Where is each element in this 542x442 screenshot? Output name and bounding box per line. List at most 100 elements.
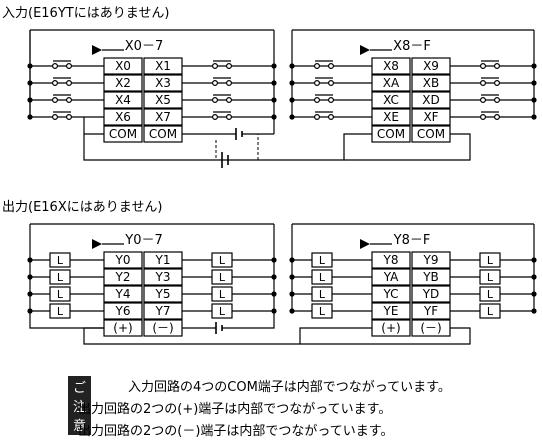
switch-contact <box>480 60 501 69</box>
load-l: L <box>479 286 501 302</box>
contact-terminal <box>226 96 233 103</box>
contact-terminal <box>226 113 233 120</box>
load-label: L <box>219 288 226 301</box>
switch-contact <box>480 77 501 86</box>
input-heading: 入力(E16YTにはありません) <box>2 6 169 21</box>
switch-contact <box>314 111 335 120</box>
load-l: L <box>479 303 501 319</box>
terminal-label: XC <box>383 93 399 107</box>
contact-terminal <box>480 62 487 69</box>
contact-terminal <box>212 96 219 103</box>
terminal-label: Y5 <box>155 287 171 301</box>
contact-terminal <box>494 79 501 86</box>
contact-terminal <box>494 96 501 103</box>
contact-terminal <box>212 79 219 86</box>
contact-terminal <box>314 113 321 120</box>
contact-terminal <box>328 62 335 69</box>
load-l: L <box>479 252 501 268</box>
terminal-label: X8 <box>383 59 399 73</box>
contact-terminal <box>226 79 233 86</box>
contact-terminal <box>226 62 233 69</box>
terminal-label: XA <box>383 76 400 90</box>
terminal-label: X6 <box>115 110 131 124</box>
contact-terminal <box>328 96 335 103</box>
load-label: L <box>57 288 64 301</box>
load-box <box>49 252 71 268</box>
load-l: L <box>211 303 233 319</box>
arrow-marker <box>360 45 370 55</box>
switch-contact <box>314 77 335 86</box>
terminal-label: X9 <box>423 59 439 73</box>
load-label: L <box>57 271 64 284</box>
contact-terminal <box>51 96 58 103</box>
contact-terminal <box>212 62 219 69</box>
right-block-title: Y8－F <box>393 233 431 248</box>
contact-terminal <box>51 62 58 69</box>
com-wire <box>344 133 471 161</box>
load-label: L <box>319 288 326 301</box>
contact-terminal <box>65 96 72 103</box>
load-l: L <box>311 252 333 268</box>
load-l: L <box>49 303 71 319</box>
minus-bus <box>300 327 471 345</box>
terminal-label: Y8 <box>383 253 399 267</box>
terminal-label: Y3 <box>155 270 171 284</box>
load-box <box>49 303 71 319</box>
terminal-label: (－) <box>420 321 441 335</box>
terminal-label: Y1 <box>155 253 171 267</box>
load-label: L <box>319 305 326 318</box>
load-label: L <box>319 254 326 267</box>
load-box <box>479 303 501 319</box>
notice-line-2: 出力回路の2つの(+)端子は内部でつながっています。 <box>78 402 392 417</box>
load-label: L <box>57 305 64 318</box>
load-label: L <box>219 271 226 284</box>
contact-terminal <box>480 96 487 103</box>
load-l: L <box>211 286 233 302</box>
contact-terminal <box>314 79 321 86</box>
com-wire <box>83 117 244 161</box>
contact-terminal <box>328 79 335 86</box>
load-label: L <box>57 254 64 267</box>
contact-terminal <box>65 79 72 86</box>
terminal-label: COM <box>417 127 445 141</box>
switch-contact <box>212 60 233 69</box>
arrow-marker <box>92 239 102 249</box>
load-l: L <box>311 286 333 302</box>
switch-contact <box>212 77 233 86</box>
load-box <box>49 286 71 302</box>
com-wire <box>244 133 372 161</box>
load-box <box>211 303 233 319</box>
terminal-label: X5 <box>155 93 171 107</box>
switch-contact <box>212 94 233 103</box>
switch-contact <box>480 111 501 120</box>
terminal-label: YB <box>422 270 439 284</box>
switch-contact <box>480 94 501 103</box>
contact-terminal <box>51 79 58 86</box>
arrow-marker <box>92 45 102 55</box>
terminal-label: (+) <box>113 321 132 335</box>
terminal-label: Y7 <box>155 304 171 318</box>
switch-contact <box>314 60 335 69</box>
contact-terminal <box>494 62 501 69</box>
terminal-label: YC <box>382 287 398 301</box>
terminal-label: YF <box>423 304 438 318</box>
load-box <box>311 303 333 319</box>
contact-terminal <box>328 113 335 120</box>
terminal-label: X7 <box>155 110 171 124</box>
arrow-marker <box>360 239 370 249</box>
load-l: L <box>211 269 233 285</box>
switch-contact <box>51 77 72 86</box>
terminal-label: X1 <box>155 59 171 73</box>
load-box <box>479 286 501 302</box>
load-l: L <box>479 269 501 285</box>
terminal-label: Y2 <box>115 270 131 284</box>
load-box <box>211 269 233 285</box>
contact-terminal <box>314 96 321 103</box>
terminal-label: COM <box>149 127 177 141</box>
terminal-label: Y4 <box>115 287 131 301</box>
load-label: L <box>487 288 494 301</box>
terminal-label: X0 <box>115 59 131 73</box>
